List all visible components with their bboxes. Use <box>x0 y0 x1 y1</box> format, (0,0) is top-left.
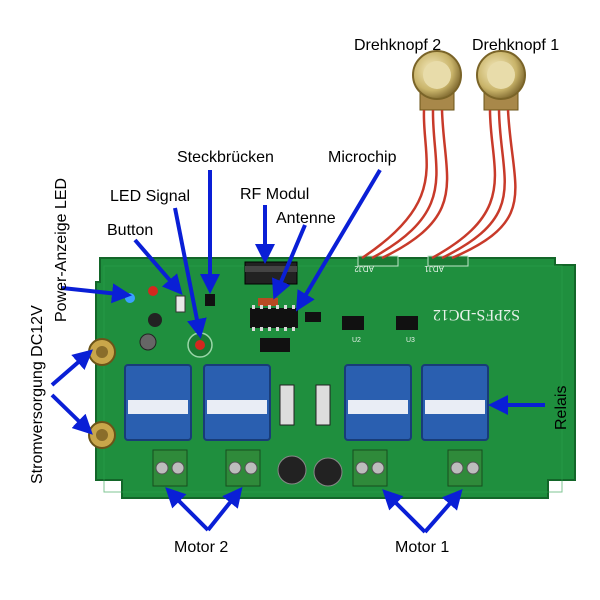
antenna-part <box>258 298 278 306</box>
relay-4 <box>421 364 489 441</box>
terminal-block <box>225 449 261 487</box>
label-rf-modul: RF Modul <box>240 186 310 203</box>
arrow-microchip <box>295 168 382 312</box>
label-antenne: Antenne <box>276 210 336 227</box>
potentiometer-2 <box>412 50 462 111</box>
label-microchip: Microchip <box>328 149 397 166</box>
microchip <box>250 308 298 328</box>
relay-1 <box>124 364 192 441</box>
jumper <box>205 294 215 306</box>
arrow-power-minus <box>50 393 93 435</box>
capacitor <box>277 455 307 485</box>
label-drehknopf-1: Drehknopf 1 <box>472 37 560 54</box>
terminal-block <box>352 449 388 487</box>
push-button <box>175 295 186 313</box>
label-motor-1: Motor 1 <box>395 539 450 556</box>
potentiometer-wires <box>361 109 517 260</box>
power-terminal-minus <box>88 421 116 449</box>
signal-led-red <box>148 286 158 296</box>
relay-2 <box>203 364 271 441</box>
arrow-motor1-b <box>423 488 463 534</box>
u2-text: U2 <box>352 337 361 344</box>
u3-text: U3 <box>406 337 415 344</box>
ic-u2 <box>342 316 364 330</box>
terminal-block <box>152 449 188 487</box>
potentiometer-1 <box>476 50 526 111</box>
capacitor <box>313 457 343 487</box>
label-drehknopf-2: Drehknopf 2 <box>354 37 442 54</box>
label-steckbruecken: Steckbrücken <box>177 149 274 166</box>
power-terminal-plus <box>88 338 116 366</box>
adj1-text: ADJ1 <box>424 264 444 273</box>
label-motor-2: Motor 2 <box>174 539 229 556</box>
label-led-signal: LED Signal <box>110 188 191 205</box>
arrow-power-led <box>61 283 132 304</box>
arrow-led-signal <box>173 207 207 339</box>
arrow-power-plus <box>50 349 94 387</box>
adj2-text: ADJ2 <box>354 264 374 273</box>
label-power-led: Power-Anzeige LED <box>53 177 70 322</box>
terminal-block <box>447 449 483 487</box>
arrow-motor2-a <box>165 487 210 532</box>
label-button: Button <box>107 222 154 239</box>
arrow-motor1-a <box>382 489 427 534</box>
board-model-text: S2PFS-DC12 <box>433 306 520 323</box>
label-relais: Relais <box>553 385 570 430</box>
label-stromversorgung: Stromversorgung DC12V <box>29 305 46 484</box>
arrow-antenne <box>272 224 307 300</box>
arrow-motor2-b <box>206 486 243 532</box>
ic-u3 <box>396 316 418 330</box>
relay-3 <box>344 364 412 441</box>
arrow-button <box>133 238 183 296</box>
